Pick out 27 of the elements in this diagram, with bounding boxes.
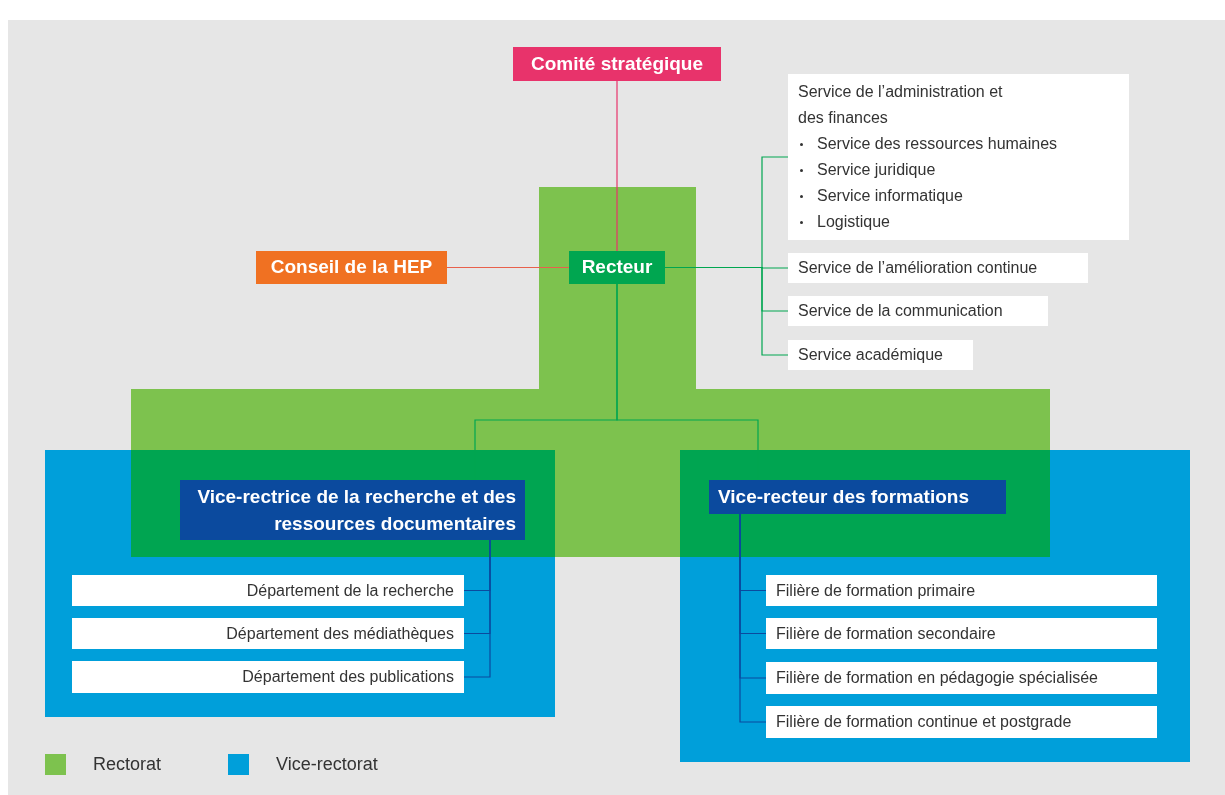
service-item: Logistique: [817, 212, 890, 232]
unit-box: Filière de formation en pédagogie spécialisée: [766, 662, 1157, 694]
connector-line: [446, 266, 570, 269]
legend-label: Vice-rectorat: [276, 753, 378, 776]
unit-box: Filière de formation secondaire: [766, 618, 1157, 649]
unit-box: Filière de formation primaire: [766, 575, 1157, 606]
service-heading: Service de l’administration et des finances: [798, 82, 1004, 128]
vice-rector-box: Vice-recteur des formations: [709, 480, 1006, 514]
unit-box: Filière de formation continue et postgrade: [766, 706, 1157, 738]
vice-rector-box: Vice-rectrice de la recherche et des ressources documentaires: [180, 480, 525, 540]
unit-box: Département des médiathèques: [72, 618, 464, 649]
unit-box: Service académique: [788, 340, 973, 370]
service-item: Service juridique: [817, 160, 936, 180]
legend-label: Rectorat: [93, 753, 162, 776]
unit-box: Service de l’amélioration continue: [788, 253, 1088, 283]
connector-line: [664, 266, 789, 356]
service-item: Service des ressources humaines: [817, 134, 1058, 154]
service-item: Service informatique: [817, 186, 963, 206]
council-box: Conseil de la HEP: [256, 251, 447, 284]
connector-line: [616, 80, 618, 252]
unit-box: Département des publications: [72, 661, 464, 693]
committee-box: Comité stratégique: [513, 47, 721, 81]
rector-box: Recteur: [569, 251, 665, 284]
connector-line: [463, 539, 491, 678]
unit-box: Service de la communication: [788, 296, 1048, 326]
unit-box: Département de la recherche: [72, 575, 464, 606]
service-list-box: [788, 74, 1129, 240]
